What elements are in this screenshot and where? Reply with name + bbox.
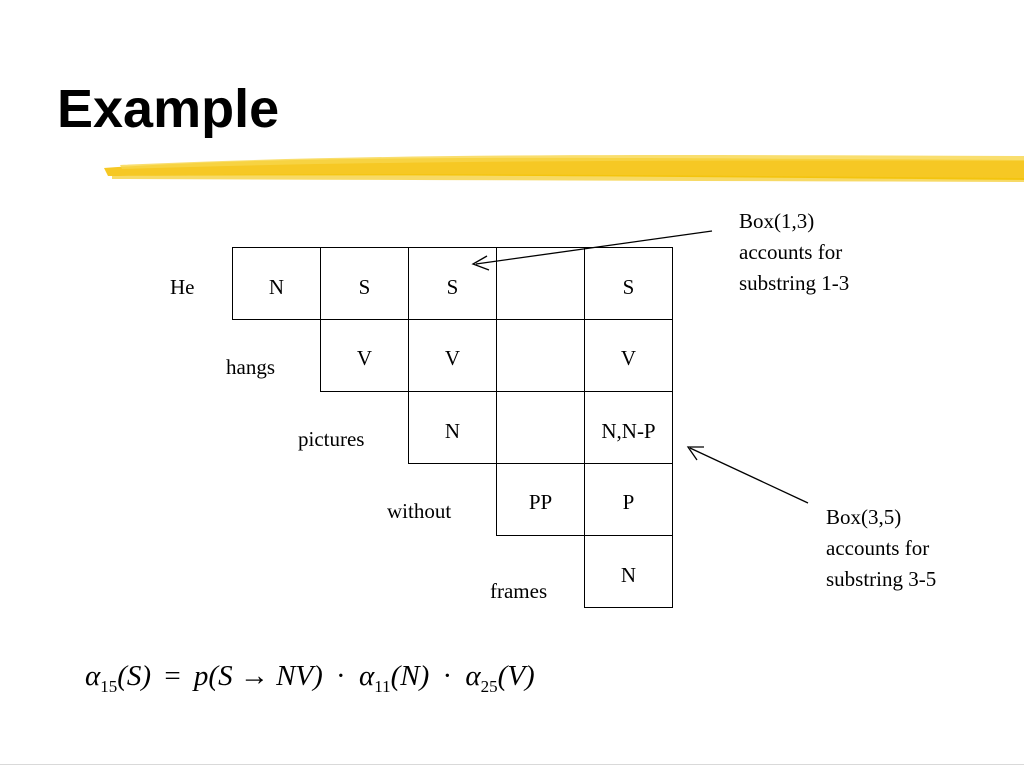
word-label: without: [387, 499, 452, 523]
formula-arg: (N): [390, 660, 430, 692]
word-label: hangs: [226, 355, 275, 379]
cell-label: S: [622, 275, 635, 299]
annotation-line: Box(1,3): [739, 209, 815, 233]
cell-label: S: [358, 275, 371, 299]
annotation-box-1-3: Box(1,3) accounts for substring 1-3: [739, 206, 849, 299]
formula-arg: (V): [497, 660, 535, 692]
cell-label: PP: [528, 490, 553, 514]
cell-label: P: [622, 490, 635, 514]
arrow-box-3-5: [689, 447, 809, 504]
arrowhead-box-1-3: [471, 255, 490, 271]
cell-label: V: [620, 346, 637, 370]
subscript: 11: [374, 676, 391, 696]
cell-label: N,N-P: [601, 419, 656, 443]
annotation-line: accounts for: [826, 536, 930, 560]
cell-label: N: [268, 275, 285, 299]
annotation-line: Box(3,5): [826, 505, 902, 529]
subscript: 15: [100, 676, 118, 696]
cell-label: V: [356, 346, 373, 370]
rule-probability: p(S → NV): [193, 660, 323, 692]
dot-operator: ·: [336, 660, 346, 692]
chart-cell-5-5: N: [584, 535, 673, 608]
title-highlight-stroke: [104, 154, 1024, 182]
slide-bottom-rule: [0, 764, 1024, 765]
word-label: pictures: [298, 427, 365, 451]
word-label: frames: [490, 579, 548, 603]
arrow-box-1-3: [475, 230, 713, 265]
word-label: He: [170, 275, 195, 299]
cell-label: N: [620, 563, 637, 587]
subscript: 25: [480, 676, 498, 696]
highlight-band-fade: [112, 174, 1024, 182]
equals-sign: =: [164, 660, 181, 692]
cell-label: N: [444, 419, 461, 443]
alpha-symbol: α: [85, 660, 101, 692]
annotation-line: substring 1-3: [739, 271, 850, 295]
alpha-symbol: α: [358, 660, 375, 692]
cell-label: V: [444, 346, 461, 370]
annotation-line: substring 3-5: [826, 567, 937, 591]
arrowhead-box-3-5: [686, 446, 704, 461]
slide-title: Example: [57, 79, 280, 139]
inside-probability-formula: α15(S) = p(S → NV) · α11(N) · α25(V): [85, 660, 535, 697]
annotation-line: accounts for: [739, 240, 843, 264]
cell-label: S: [446, 275, 459, 299]
dot-operator: ·: [442, 660, 453, 692]
formula-arg: (S): [117, 660, 152, 692]
highlight-band-streak: [120, 154, 1024, 169]
alpha-symbol: α: [465, 660, 481, 692]
annotation-box-3-5: Box(3,5) accounts for substring 3-5: [826, 502, 936, 595]
